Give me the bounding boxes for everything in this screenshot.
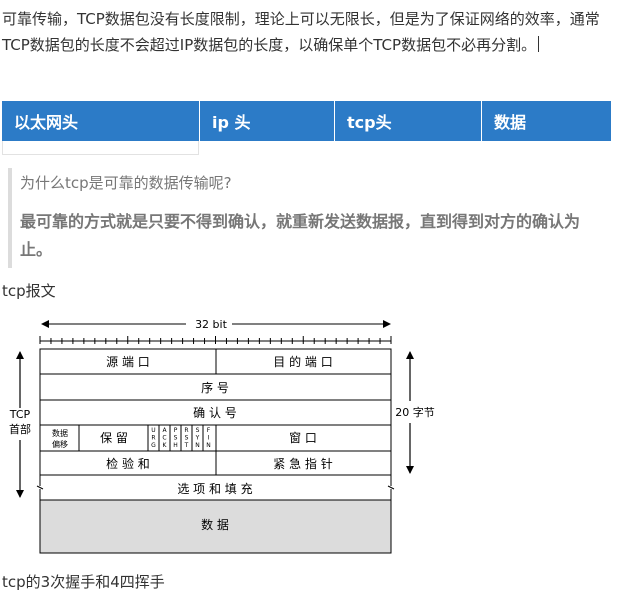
field-reserved: 保 留 (100, 431, 128, 445)
blockquote: 为什么tcp是可靠的数据传输呢? 最可靠的方式就是只要不得到确认，就重新发送数据… (8, 168, 612, 268)
flag-rst: RST (184, 427, 189, 449)
flag-letter: U (151, 427, 155, 434)
flag-letter: N (195, 442, 200, 449)
flag-letter: F (207, 427, 211, 434)
flag-ack: ACK (162, 427, 167, 449)
empty-table-cell (2, 141, 199, 155)
flag-fin: FIN (206, 427, 211, 449)
flag-letter: S (196, 427, 200, 434)
section-label-handshake: tcp的3次握手和4四挥手 (2, 573, 165, 591)
quote-question: 为什么tcp是可靠的数据传输呢? (20, 174, 232, 192)
flag-letter: G (151, 442, 156, 449)
bit-width-label: 32 bit (195, 318, 228, 331)
tcp-header-span: TCP 首部 (9, 351, 31, 498)
flag-letter: R (151, 435, 155, 442)
bit-ruler (39, 336, 392, 344)
header-grid (39, 348, 392, 476)
header-cell-ip: ip 头 (199, 101, 335, 141)
flag-urg: URG (151, 427, 156, 449)
section-label-tcp-segment: tcp报文 (2, 282, 56, 300)
field-data-offset-line1: 数据 (52, 428, 68, 438)
flag-letter: N (206, 442, 211, 449)
field-options-padding: 选 项 和 填 充 (177, 481, 252, 496)
field-data: 数 据 (201, 517, 229, 532)
field-window: 窗 口 (289, 431, 317, 445)
field-checksum: 检 验 和 (106, 456, 150, 471)
field-data-offset-line2: 偏移 (52, 439, 68, 449)
options-row (36, 475, 395, 501)
flag-letter: A (162, 427, 167, 434)
header-cell-data: 数据 (481, 101, 611, 141)
field-sequence-number: 序 号 (201, 380, 229, 395)
tcp-header-label-1: TCP (9, 408, 31, 421)
quote-answer: 最可靠的方式就是只要不得到确认，就重新发送数据报，直到得到对方的确认为止。 (20, 212, 581, 259)
field-destination-port: 目 的 端 口 (273, 354, 332, 369)
data-area (39, 499, 392, 554)
header-cell-tcp: tcp头 (334, 101, 482, 141)
fixed-header-span: 20 字节 (395, 351, 435, 474)
flag-letter: S (174, 435, 178, 442)
field-source-port: 源 端 口 (106, 355, 150, 369)
flag-psh: PSH (173, 427, 178, 449)
flag-letter: T (184, 442, 189, 449)
field-ack-number: 确 认 号 (193, 406, 237, 420)
flag-letter: C (162, 435, 166, 442)
field-urgent-pointer: 紧 急 指 针 (273, 456, 332, 471)
fixed-header-label: 20 字节 (395, 405, 435, 419)
bit-width-arrow: 32 bit (41, 318, 391, 331)
flag-letter: P (174, 427, 178, 434)
flag-letter: K (163, 442, 168, 449)
flag-letter: R (184, 427, 188, 434)
intro-text: 可靠传输，TCP数据包没有长度限制，理论上可以无限长，但是为了保证网络的效率，通… (2, 10, 600, 54)
header-cell-ethernet: 以太网头 (2, 101, 200, 141)
tcp-header-label-2: 首部 (9, 422, 31, 436)
flag-syn: SYN (195, 427, 200, 449)
flag-letter: H (173, 442, 178, 449)
flag-letter: I (208, 435, 210, 442)
flag-letter: S (185, 435, 189, 442)
intro-paragraph: 可靠传输，TCP数据包没有长度限制，理论上可以无限长，但是为了保证网络的效率，通… (2, 6, 612, 58)
flag-letter: Y (195, 435, 200, 442)
text-caret (538, 36, 540, 52)
packet-header-table: 以太网头 ip 头 tcp头 数据 (2, 101, 611, 141)
